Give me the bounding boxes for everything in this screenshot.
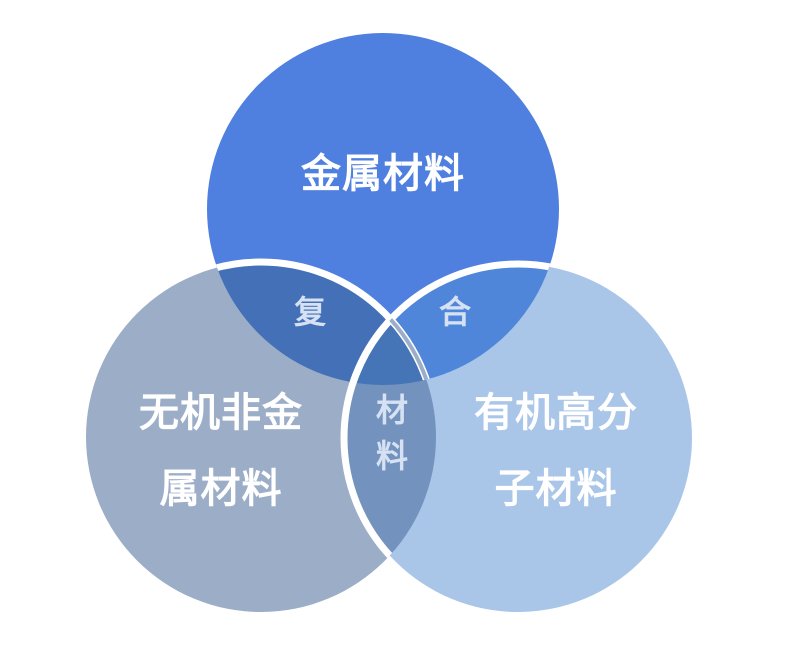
inorganic-label-line1: 无机非金 [139,390,303,436]
metal-label: 金属材料 [301,151,465,197]
overlap-center-label-line1: 材 [375,391,408,429]
polymer-label-line1: 有机高分 [474,390,638,436]
overlap-left-label: 复 [293,293,326,331]
overlap-right-label: 合 [438,293,471,331]
polymer-label-line2: 子材料 [494,466,618,512]
inorganic-label-line2: 属材料 [159,466,283,512]
metal-polymer-overlap [344,264,559,385]
overlap-center-label-line2: 料 [375,437,408,475]
metal-inorganic-overlap [207,262,436,385]
